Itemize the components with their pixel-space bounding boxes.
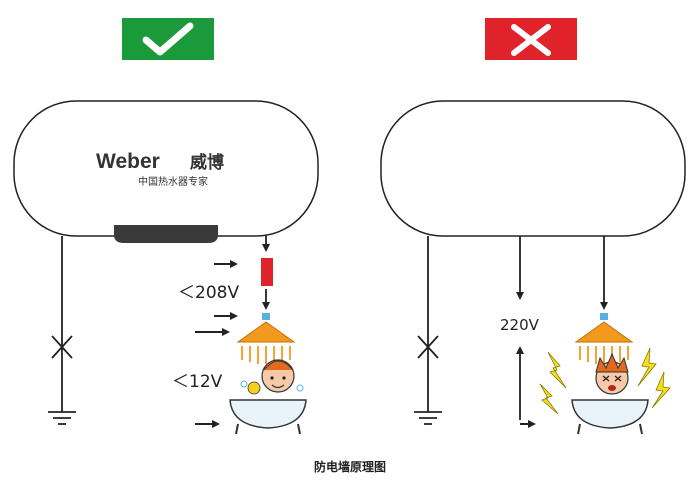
voltage-label-bottom: ＜12V bbox=[172, 372, 223, 392]
ground-icon bbox=[48, 411, 76, 425]
voltage-label: 220V bbox=[500, 316, 540, 334]
brand-tagline: 中国热水器专家 bbox=[138, 175, 208, 188]
correct-badge bbox=[122, 18, 214, 60]
right-bathtub-baby bbox=[571, 352, 649, 435]
left-shower-head bbox=[236, 321, 296, 364]
left-heater: Weber 威博 中国热水器专家 bbox=[13, 100, 319, 243]
broken-wire-icon bbox=[51, 335, 73, 359]
left-pointer-arrows bbox=[195, 260, 238, 428]
diagram-caption: 防电墙原理图 bbox=[313, 460, 386, 474]
left-water-pipe bbox=[261, 236, 273, 320]
right-heater bbox=[380, 100, 686, 237]
ground-icon bbox=[414, 411, 442, 425]
lightning-icon bbox=[539, 347, 671, 415]
right-ground-wire bbox=[414, 236, 442, 425]
anti-electric-wall bbox=[261, 258, 273, 286]
voltage-label-top: ＜208V bbox=[178, 283, 239, 303]
wrong-badge bbox=[485, 18, 577, 60]
brand-name: Weber bbox=[96, 150, 160, 173]
heater-control-panel bbox=[114, 225, 218, 243]
check-icon bbox=[142, 22, 194, 56]
brand-name-cn: 威博 bbox=[190, 152, 224, 173]
left-ground-wire bbox=[48, 236, 76, 425]
right-voltage-wires bbox=[516, 236, 608, 428]
left-bathtub-baby bbox=[229, 359, 307, 435]
shower-nozzle bbox=[262, 313, 270, 320]
shower-nozzle bbox=[600, 313, 608, 320]
x-icon bbox=[511, 24, 551, 56]
broken-wire-icon bbox=[417, 335, 439, 359]
